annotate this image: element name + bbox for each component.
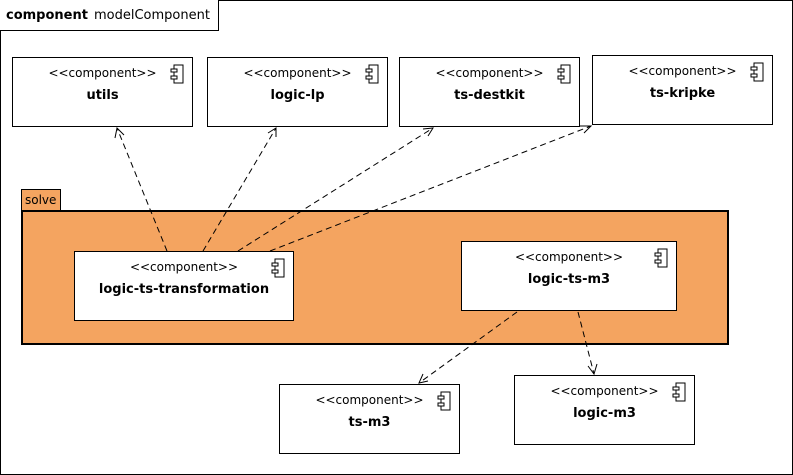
stereotype-label: <<component>> <box>628 64 737 78</box>
arrowhead-icon <box>422 127 434 137</box>
component-name: logic-m3 <box>573 406 636 421</box>
component-icon <box>437 391 451 411</box>
dependency-utils[interactable] <box>116 127 168 252</box>
component-utils[interactable]: <<component>> utils <box>12 57 193 127</box>
stereotype-label: <<component>> <box>129 260 239 274</box>
stereotype-label: <<component>> <box>48 66 157 80</box>
stereotype-label: <<component>> <box>435 66 544 80</box>
component-name: ts-m3 <box>348 415 391 430</box>
arrowhead-icon <box>580 125 593 134</box>
dependency-logic-lp[interactable] <box>202 127 277 252</box>
component-name: ts-destkit <box>454 88 525 103</box>
dependency-ts-m3[interactable] <box>418 311 518 384</box>
stereotype-label: <<component>> <box>243 66 352 80</box>
dependency-ts-destkit[interactable] <box>237 127 434 252</box>
component-logic-ts-transformation[interactable]: <<component>> logic-ts-transformation <box>74 251 294 321</box>
component-logic-lp[interactable]: <<component>> logic-lp <box>207 57 388 127</box>
component-name: logic-lp <box>270 88 325 103</box>
package-tab: solve <box>21 189 61 210</box>
arrowhead-icon <box>267 127 277 137</box>
arrowhead-icon <box>114 126 125 139</box>
arrowhead-icon <box>587 363 598 376</box>
arrowhead-icon <box>418 373 429 384</box>
frame-title: component modelComponent <box>0 0 219 31</box>
stereotype-label: <<component>> <box>315 393 424 407</box>
component-ts-kripke[interactable]: <<component>> ts-kripke <box>592 55 773 125</box>
component-logic-m3[interactable]: <<component>> logic-m3 <box>514 375 695 445</box>
component-name: utils <box>86 88 119 103</box>
component-name: ts-kripke <box>649 86 716 101</box>
component-icon <box>750 62 764 82</box>
stereotype-label: <<component>> <box>550 384 659 398</box>
component-name: logic-ts-transformation <box>98 282 270 297</box>
component-icon <box>672 382 686 402</box>
component-logic-ts-m3[interactable]: <<component>> logic-ts-m3 <box>461 241 677 311</box>
component-icon <box>654 248 668 268</box>
dependency-ts-kripke[interactable] <box>269 125 592 252</box>
component-ts-m3[interactable]: <<component>> ts-m3 <box>279 384 460 454</box>
dependency-logic-m3[interactable] <box>577 311 595 375</box>
component-icon <box>365 64 379 84</box>
component-icon <box>271 258 285 278</box>
component-ts-destkit[interactable]: <<component>> ts-destkit <box>399 57 580 127</box>
package-name: solve <box>25 193 57 207</box>
component-icon <box>170 64 184 84</box>
component-icon <box>557 64 571 84</box>
stereotype-label: <<component>> <box>514 250 624 264</box>
frame-name: modelComponent <box>93 7 210 23</box>
frame-keyword: component <box>6 7 88 23</box>
component-name: logic-ts-m3 <box>527 272 611 287</box>
